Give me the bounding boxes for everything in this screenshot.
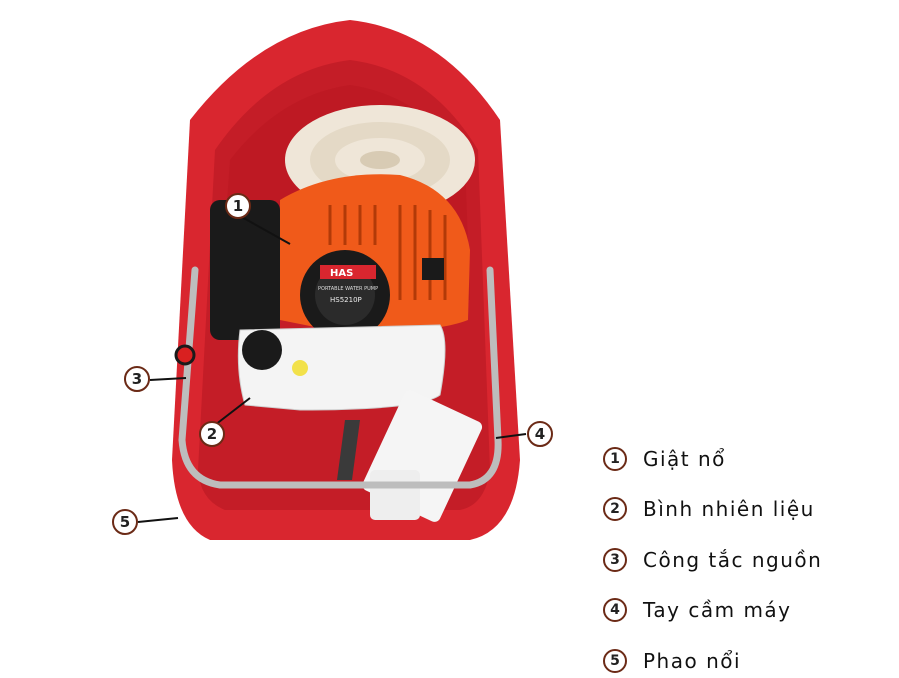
callout-4: 4 (527, 421, 553, 447)
legend-number: 1 (603, 447, 627, 471)
callout-2: 2 (199, 421, 225, 447)
callout-1: 1 (225, 193, 251, 219)
legend-item-4: 4 Tay cầm máy (603, 595, 792, 625)
power-switch (174, 344, 196, 366)
legend-item-1: 1 Giật nổ (603, 444, 726, 474)
legend-number: 4 (603, 598, 627, 622)
legend-number: 2 (603, 497, 627, 521)
legend-item-2: 2 Bình nhiên liệu (603, 494, 815, 524)
legend-item-3: 3 Công tắc nguồn (603, 545, 822, 575)
callout-3: 3 (124, 366, 150, 392)
fuel-tank (237, 324, 446, 411)
model-label: HS5210P (330, 296, 362, 304)
legend-number: 5 (603, 649, 627, 673)
legend-number: 3 (603, 548, 627, 572)
legend-label: Giật nổ (643, 447, 726, 471)
legend-label: Tay cầm máy (643, 598, 792, 622)
engine-frame (210, 200, 280, 340)
brand-logo: HAS (330, 268, 353, 279)
leader-lines (137, 215, 527, 523)
callout-5: 5 (112, 509, 138, 535)
legend-label: Bình nhiên liệu (643, 497, 815, 521)
legend-label: Công tắc nguồn (643, 548, 823, 572)
engine-label: PORTABLE WATER PUMP (318, 286, 378, 292)
legend-item-5: 5 Phao nổi (603, 646, 741, 676)
handle-frame (178, 266, 502, 489)
legend-label: Phao nổi (643, 649, 742, 673)
